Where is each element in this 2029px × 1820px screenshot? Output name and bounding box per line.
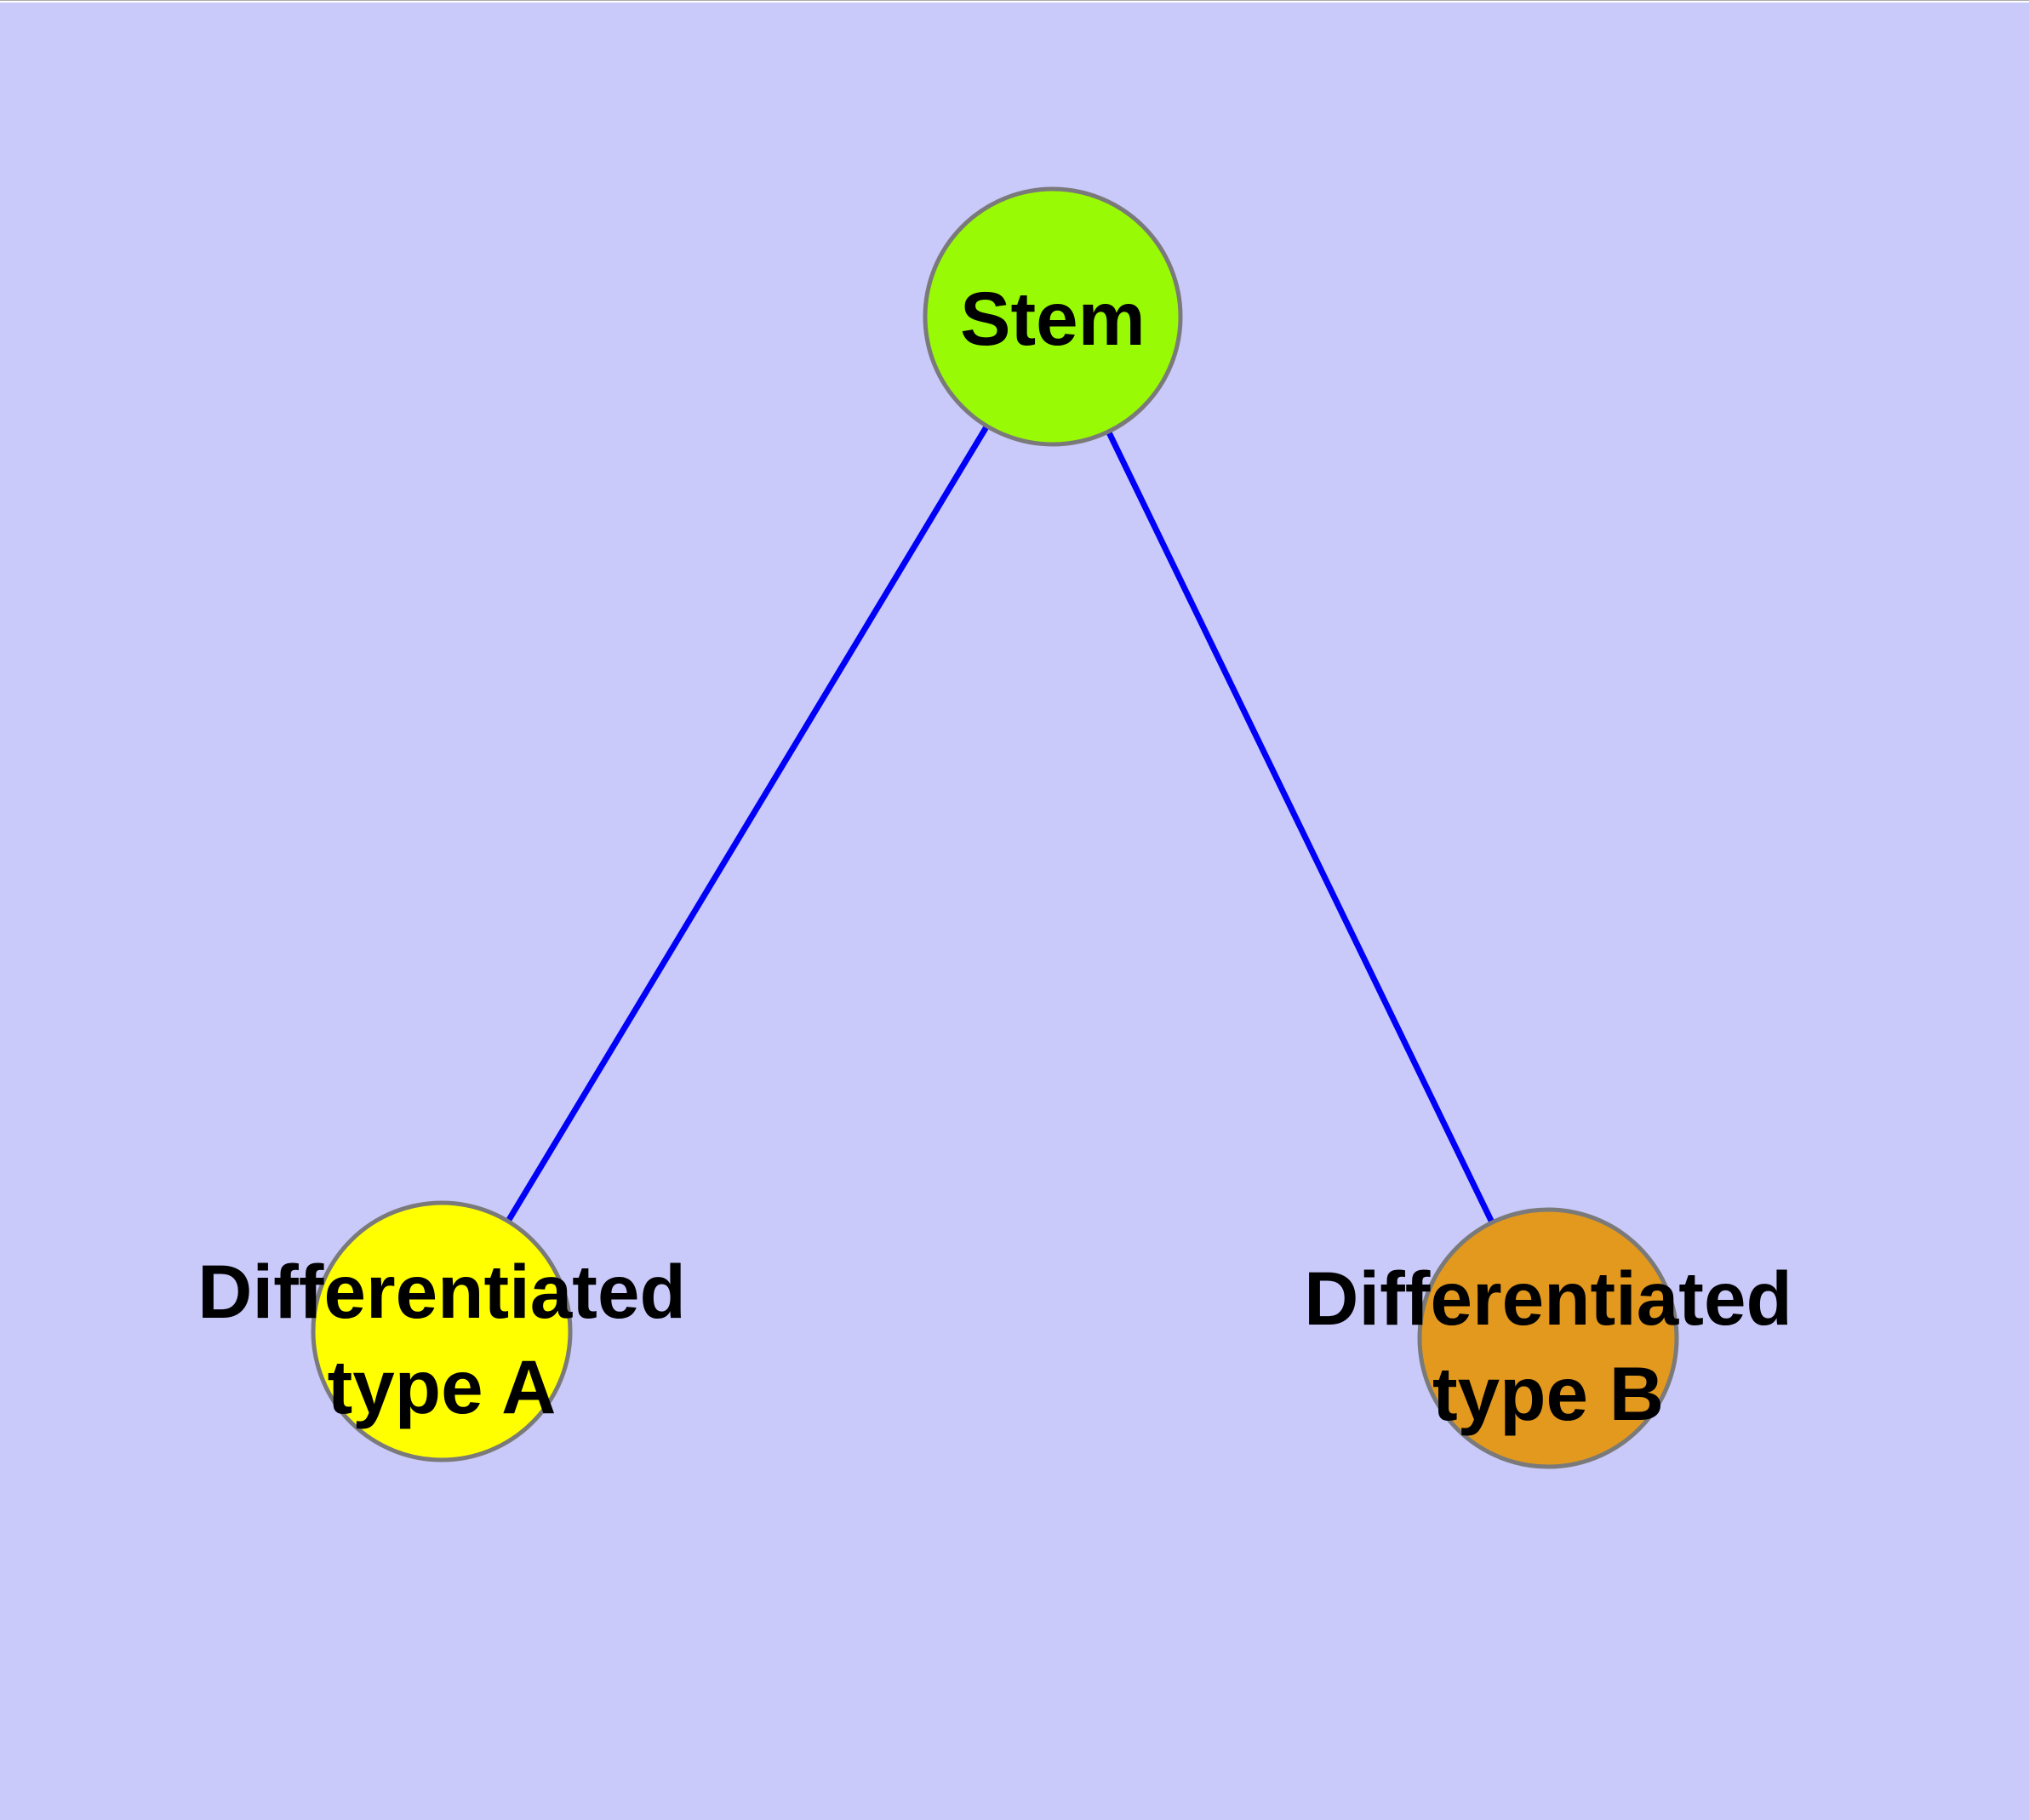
node-type-a-circle	[311, 1200, 573, 1462]
node-type-b-circle	[1417, 1207, 1679, 1469]
node-stem-circle	[923, 186, 1183, 447]
node-stem-label: Stem	[960, 276, 1146, 361]
edge-stem-type-a	[439, 315, 1055, 1333]
edge-stem-type-b	[1049, 315, 1552, 1340]
window-top-edge	[0, 0, 2029, 3]
